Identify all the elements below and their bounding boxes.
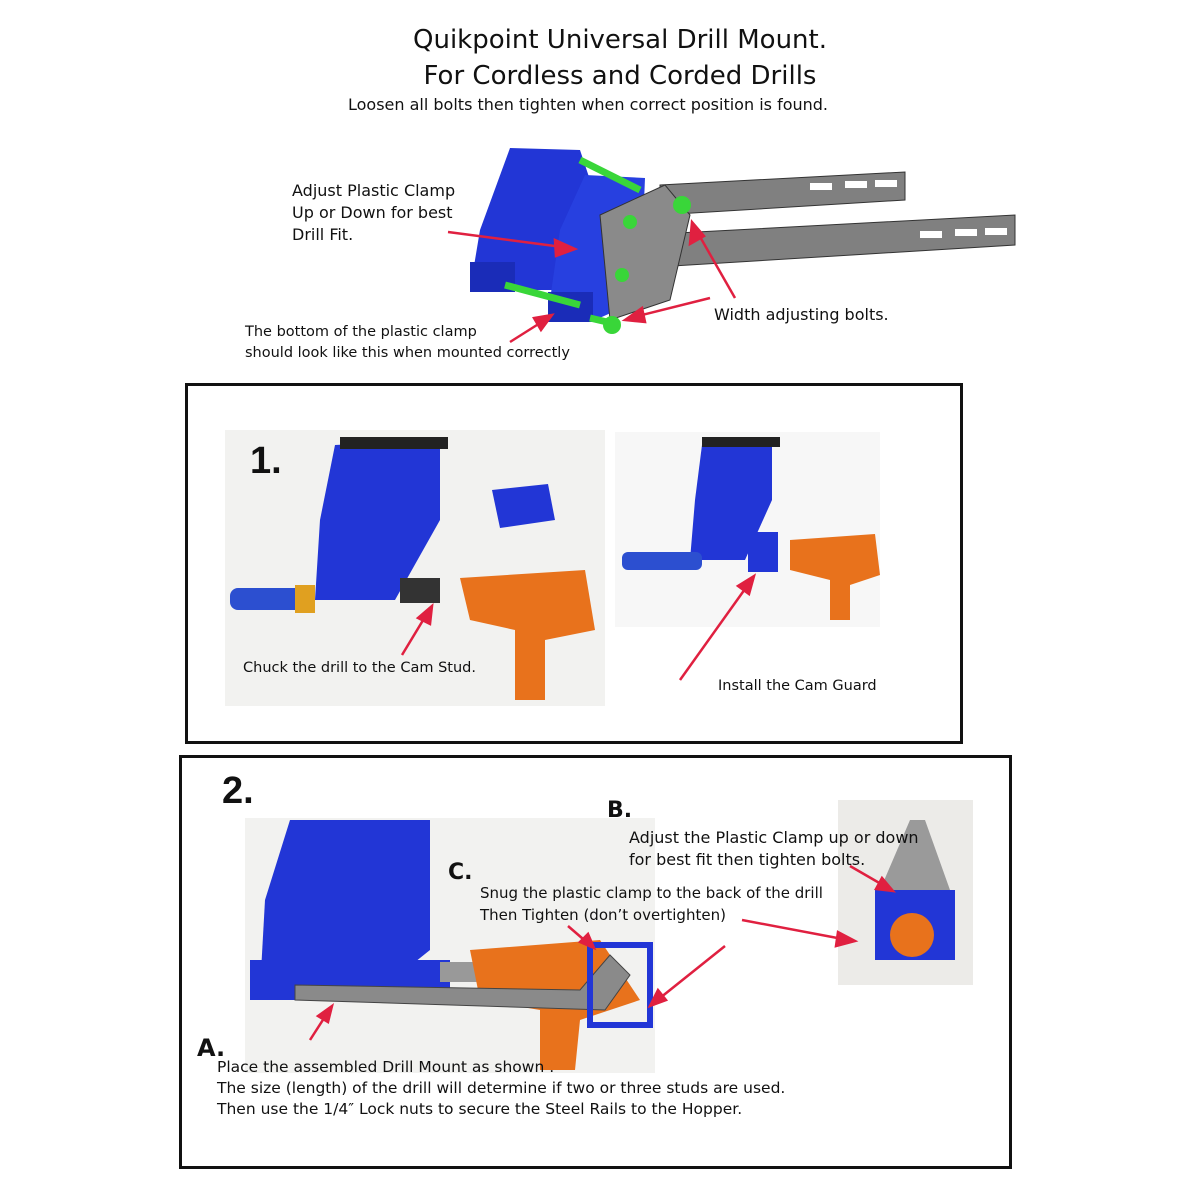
step1-panel bbox=[185, 383, 963, 744]
step1-illustrations bbox=[230, 437, 880, 700]
step1-number: 1. bbox=[250, 440, 282, 482]
step1-caption-right: Install the Cam Guard bbox=[718, 678, 877, 694]
mount-diagram bbox=[447, 148, 1016, 344]
subtitle: Loosen all bolts then tighten when corre… bbox=[348, 95, 829, 114]
marker-c: C. bbox=[448, 860, 473, 885]
step-c-text: Snug the plastic clamp to the back of th… bbox=[480, 884, 823, 924]
step2-panel bbox=[179, 755, 1012, 1169]
step-a-text: Place the assembled Drill Mount as shown… bbox=[217, 1058, 786, 1118]
step1-caption-left: Chuck the drill to the Cam Stud. bbox=[243, 660, 476, 676]
step2-number: 2. bbox=[222, 770, 254, 812]
title-line2: For Cordless and Corded Drills bbox=[423, 61, 817, 91]
marker-b: B. bbox=[607, 798, 633, 823]
marker-a: A. bbox=[197, 1034, 226, 1062]
bolts-label: Width adjusting bolts. bbox=[714, 305, 889, 324]
title-line1: Quikpoint Universal Drill Mount. bbox=[413, 25, 827, 55]
